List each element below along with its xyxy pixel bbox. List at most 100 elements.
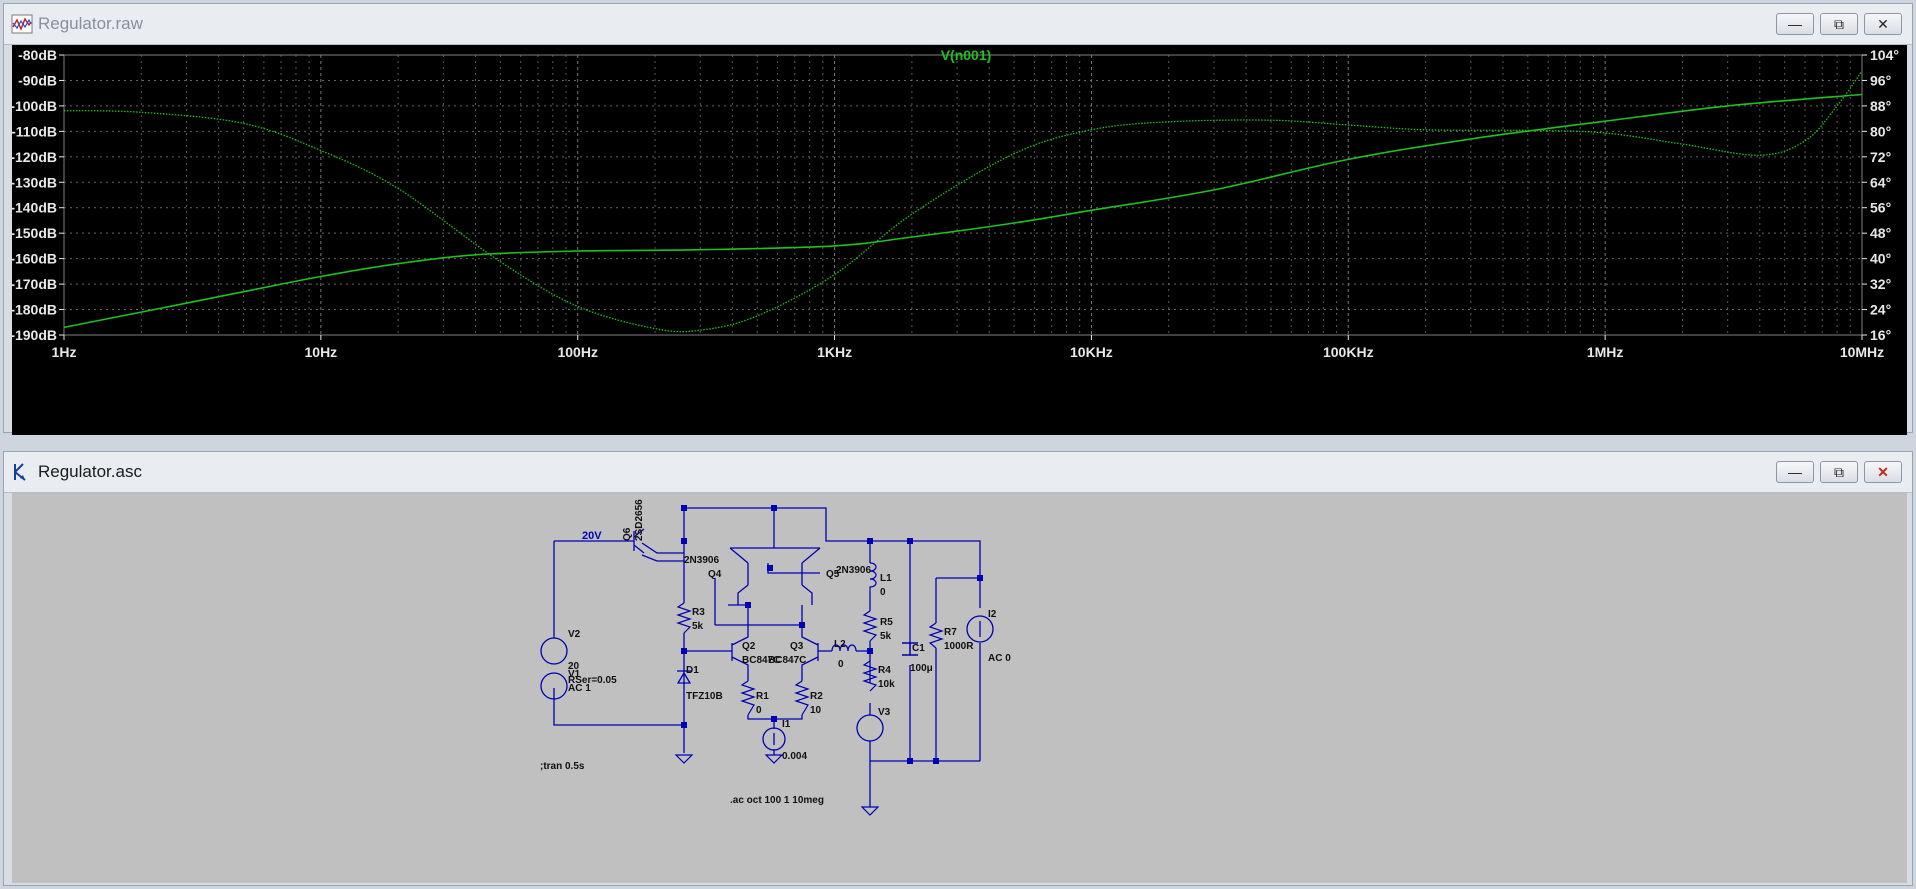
v1-value[interactable]: AC 1 — [568, 683, 591, 694]
x-tick-label: 10KHz — [1070, 344, 1113, 360]
r5-value[interactable]: 5k — [880, 631, 892, 642]
q6-model[interactable]: 2SD2656 — [634, 499, 645, 541]
r5-ref[interactable]: R5 — [880, 617, 893, 628]
v2-ref[interactable]: V2 — [568, 629, 581, 640]
r2-ref[interactable]: R2 — [810, 691, 823, 702]
y-right-tick-label: 88° — [1870, 98, 1891, 114]
r3-value[interactable]: 5k — [692, 621, 704, 632]
q4-ref[interactable]: Q4 — [708, 569, 722, 580]
chart-traces — [63, 70, 1863, 333]
r1-value[interactable]: 0 — [756, 705, 762, 716]
q3-model[interactable]: BC847C — [768, 655, 806, 666]
c1-capacitor-symbol[interactable] — [902, 642, 918, 656]
v3-ref[interactable]: V3 — [878, 707, 891, 718]
plot-frame — [63, 54, 1863, 336]
y-left-tick-label: -100dB — [12, 98, 57, 114]
source-symbols[interactable] — [540, 615, 994, 751]
r7-ref[interactable]: R7 — [944, 627, 957, 638]
r1-ref[interactable]: R1 — [756, 691, 769, 702]
schematic-canvas[interactable]: 20V Q6 2SD2656 2N3906 Q4 Q5 2N3906 L1 0 … — [12, 493, 1907, 883]
waveform-titlebar[interactable]: Regulator.raw — ⧉ ✕ — [4, 4, 1912, 45]
y-right-tick-label: 56° — [1870, 200, 1891, 216]
waveform-window-icon — [11, 14, 33, 34]
y-right-tick-label: 96° — [1870, 72, 1891, 88]
y-left-tick-label: -130dB — [12, 174, 57, 190]
r7-value[interactable]: 1000R — [944, 641, 974, 652]
l1-value[interactable]: 0 — [880, 587, 886, 598]
q6-ref[interactable]: Q6 — [622, 527, 633, 541]
q2-ref[interactable]: Q2 — [742, 641, 756, 652]
minimize-button[interactable]: — — [1776, 461, 1814, 483]
restore-button[interactable]: ⧉ — [1820, 13, 1858, 35]
schematic-window[interactable]: Regulator.asc — ⧉ ✕ — [3, 451, 1913, 886]
magnitude-trace — [63, 93, 1863, 329]
l2-value[interactable]: 0 — [838, 659, 844, 670]
x-tick-label: 1KHz — [817, 344, 852, 360]
schematic-titlebar[interactable]: Regulator.asc — ⧉ ✕ — [4, 452, 1912, 493]
y-left-tick-label: -150dB — [12, 225, 57, 241]
ground-symbols — [674, 754, 880, 816]
v2-value[interactable]: 20 — [568, 661, 580, 672]
waveform-window-title: Regulator.raw — [38, 14, 143, 33]
i2-ref[interactable]: I2 — [988, 609, 997, 620]
i1-value[interactable]: 0.004 — [782, 751, 807, 762]
q5-model[interactable]: 2N3906 — [836, 565, 871, 576]
trace-label-v-n001[interactable]: V(n001) — [941, 47, 992, 63]
l2-ref[interactable]: L2 — [834, 639, 846, 650]
q4-model[interactable]: 2N3906 — [684, 555, 719, 566]
inductor-symbols[interactable] — [831, 562, 877, 652]
r4-ref[interactable]: R4 — [878, 665, 891, 676]
y-left-tick-label: -170dB — [12, 276, 57, 292]
r2-value[interactable]: 10 — [810, 705, 822, 716]
c1-value[interactable]: 100μ — [910, 663, 933, 674]
v1-ref[interactable]: V1 — [568, 669, 581, 680]
net-label-20v[interactable]: 20V — [582, 530, 602, 542]
r3-ref[interactable]: R3 — [692, 607, 705, 618]
i1-ref[interactable]: I1 — [782, 719, 791, 730]
q6-transistor-symbol[interactable] — [616, 528, 645, 554]
y-right-tick-label: 48° — [1870, 225, 1891, 241]
phase-trace — [63, 70, 1863, 333]
y-right-tick-label: 16° — [1870, 327, 1891, 343]
x-tick-label: 10Hz — [305, 344, 338, 360]
x-tick-label: 100KHz — [1323, 344, 1374, 360]
y-right-tick-label: 64° — [1870, 174, 1891, 190]
x-tick-label: 10MHz — [1840, 344, 1884, 360]
y-right-tick-label: 72° — [1870, 149, 1891, 165]
r4-value[interactable]: 10k — [878, 679, 895, 690]
y-left-tick-label: -90dB — [18, 72, 57, 88]
y-right-tick-label: 80° — [1870, 123, 1891, 139]
q5-ref[interactable]: Q5 — [826, 569, 840, 580]
y-right-tick-label: 24° — [1870, 302, 1891, 318]
y-right-tick-label: 32° — [1870, 276, 1891, 292]
minimize-button[interactable]: — — [1776, 13, 1814, 35]
ac-directive[interactable]: .ac oct 100 1 10meg — [730, 795, 824, 806]
y-left-tick-label: -180dB — [12, 302, 57, 318]
y-left-tick-label: -110dB — [12, 123, 57, 139]
i2-value[interactable]: AC 0 — [988, 653, 1011, 664]
close-button[interactable]: ✕ — [1864, 13, 1902, 35]
d1-model[interactable]: TFZ10B — [686, 691, 723, 702]
resistor-symbols[interactable] — [676, 602, 944, 716]
y-left-tick-label: -190dB — [12, 327, 57, 343]
schematic-drawing[interactable]: 20V Q6 2SD2656 2N3906 Q4 Q5 2N3906 L1 0 … — [12, 493, 1907, 883]
q3-ref[interactable]: Q3 — [790, 641, 804, 652]
restore-button[interactable]: ⧉ — [1820, 461, 1858, 483]
tran-directive[interactable]: ;tran 0.5s — [540, 761, 585, 772]
y-left-tick-label: -140dB — [12, 200, 57, 216]
d1-ref[interactable]: D1 — [686, 665, 699, 676]
c1-ref[interactable]: C1 — [912, 643, 925, 654]
x-tick-label: 1Hz — [52, 344, 77, 360]
y-right-tick-label: 40° — [1870, 251, 1891, 267]
v1-rser[interactable]: RSer=0.05 — [568, 675, 617, 686]
l1-ref[interactable]: L1 — [880, 573, 892, 584]
junction-dots — [681, 505, 983, 764]
x-tick-label: 100Hz — [557, 344, 597, 360]
q2-model[interactable]: BC847C — [742, 655, 780, 666]
d1-diode-symbol[interactable] — [676, 668, 692, 693]
close-button[interactable]: ✕ — [1864, 461, 1902, 483]
